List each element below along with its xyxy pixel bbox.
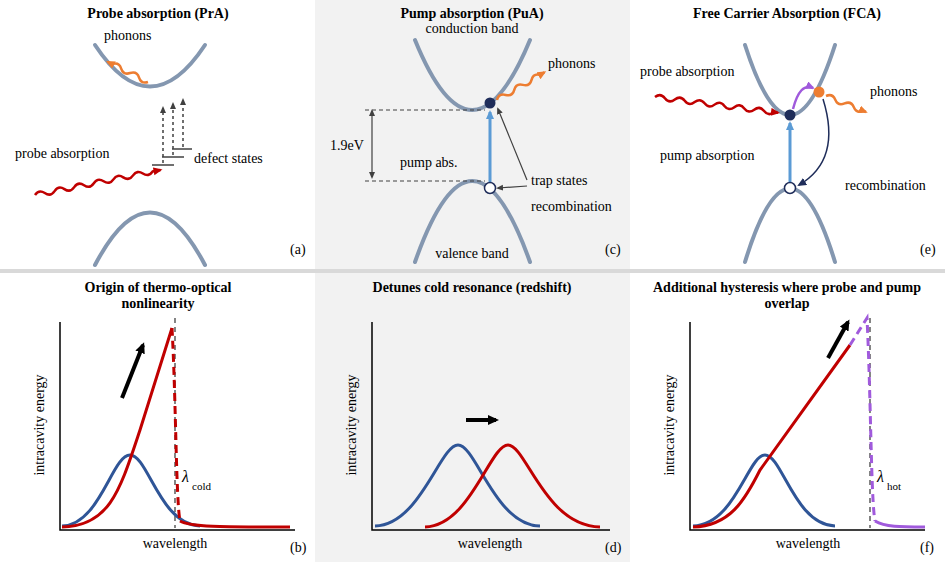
panel-title: Origin of thermo-optical nonlinearity [53,280,263,312]
panel-tag: (c) [605,242,621,258]
axis-label: intracavity energy [662,374,678,475]
annotation: pump abs. [400,155,458,171]
annotation: phonons [104,28,151,44]
annotation: phonons [548,56,595,72]
annotation: phonons [870,84,917,100]
panel-title: Pump absorption (PuA) [322,6,622,22]
annotation: valence band [435,246,508,262]
axis-label: intracavity energy [32,374,48,475]
axis-label: wavelength [143,536,208,552]
annotation: conduction band [426,21,519,37]
wavelength-subscript: hot [887,480,901,493]
annotation: recombination [845,178,926,194]
annotation: pump absorption [660,148,755,164]
panel-title: Free Carrier Absorption (FCA) [637,6,937,22]
panel-title: Additional hysteresis where probe and pu… [642,280,932,312]
annotation: 1.9eV [330,138,364,154]
wavelength-symbol: λ [877,468,884,486]
axis-label: wavelength [776,536,841,552]
wavelength-symbol: λ [182,468,189,486]
annotation: trap states [531,173,587,189]
panel-tag: (e) [920,242,936,258]
wavelength-subscript: cold [192,480,211,493]
annotation: recombination [531,199,612,215]
panel-tag: (f) [920,540,934,556]
panel-title: Probe absorption (PrA) [8,6,308,22]
axis-label: intracavity energy [344,374,360,475]
panel-tag: (a) [290,242,306,258]
annotation: probe absorption [15,146,109,162]
annotation: defect states [194,151,263,167]
annotation: probe absorption [640,64,734,80]
axis-label: wavelength [458,536,523,552]
panel-tag: (d) [605,540,621,556]
panel-tag: (b) [290,540,306,556]
panel-title: Detunes cold resonance (redshift) [372,280,572,296]
